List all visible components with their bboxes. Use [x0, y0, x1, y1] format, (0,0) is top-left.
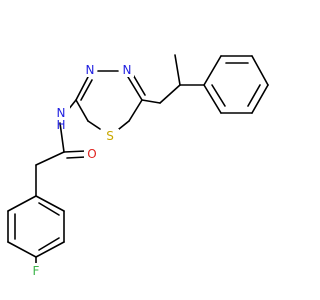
- atom-s-label: S: [106, 129, 114, 143]
- atom-h-amide-label: H: [56, 118, 65, 132]
- atom-n-amide: N H: [52, 106, 70, 132]
- bond: [128, 99, 143, 122]
- bond-inner: [247, 84, 261, 107]
- bond: [131, 72, 146, 96]
- atom-n-ring-b: N: [120, 63, 134, 77]
- bond: [141, 99, 161, 104]
- bond: [203, 55, 222, 86]
- bond: [159, 84, 181, 104]
- bond: [66, 156, 87, 159]
- bond-inner: [211, 84, 226, 107]
- bond: [7, 241, 37, 258]
- bond: [203, 84, 222, 114]
- bond: [251, 84, 269, 114]
- bond: [80, 79, 93, 101]
- bond: [174, 54, 181, 86]
- bonds: [7, 54, 269, 271]
- atom-n-ring-a: N: [81, 63, 95, 77]
- atom-n-amide-label: N: [57, 106, 66, 120]
- atom-o-carbonyl: O: [84, 147, 98, 161]
- bond: [75, 99, 89, 122]
- bond: [63, 150, 87, 153]
- bond: [59, 122, 65, 153]
- bond-inner: [38, 237, 60, 251]
- bond-inner: [38, 202, 60, 216]
- bond: [35, 151, 65, 166]
- atom-labels: N H O S N N F: [29, 63, 134, 278]
- atom-s-ring: S: [105, 129, 119, 143]
- molecule-structure: N H O S N N F: [7, 54, 269, 278]
- bond: [118, 120, 130, 130]
- bond: [75, 76, 89, 101]
- atom-f-label: F: [33, 264, 40, 278]
- atom-n-ring-b-label: N: [123, 63, 132, 77]
- atom-o-label: O: [87, 147, 96, 161]
- atom-n-ring-a-label: N: [86, 63, 95, 77]
- bond: [251, 55, 269, 86]
- bond: [35, 241, 65, 258]
- bond: [7, 195, 37, 212]
- bond: [35, 195, 65, 212]
- bond: [87, 120, 101, 130]
- bond: [127, 76, 143, 101]
- atom-f: F: [29, 263, 43, 278]
